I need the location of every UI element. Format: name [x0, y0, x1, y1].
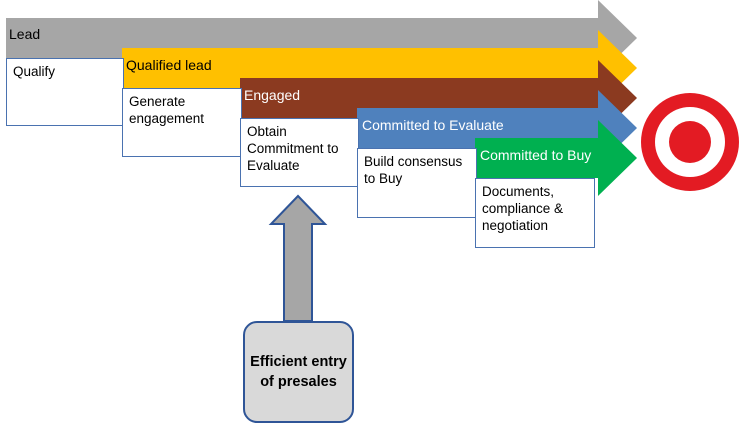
presales-note: Efficient entry of presales	[243, 321, 354, 423]
stage-description-committed-to-evaluate: Build consensus to Buy	[357, 148, 477, 218]
stage-description-qualified-lead: Generate engagement	[122, 88, 242, 157]
stage-label-committed-to-buy: Committed to Buy	[480, 147, 592, 163]
stage-description-committed-to-buy: Documents, compliance & negotiation	[475, 178, 595, 248]
stage-label-lead: Lead	[9, 26, 41, 42]
stage-label-committed-to-evaluate: Committed to Evaluate	[362, 117, 504, 133]
target-icon	[641, 93, 739, 191]
up-pointer-arrow	[268, 194, 328, 322]
stage-label-qualified-lead: Qualified lead	[126, 57, 212, 73]
arrow-committed-to-buy	[475, 120, 637, 196]
stage-label-engaged: Engaged	[244, 87, 301, 103]
stage-description-engaged: Obtain Commitment to Evaluate	[240, 118, 359, 187]
presales-note-text: Efficient entry of presales	[250, 354, 347, 390]
stage-description-lead: Qualify	[6, 58, 124, 126]
